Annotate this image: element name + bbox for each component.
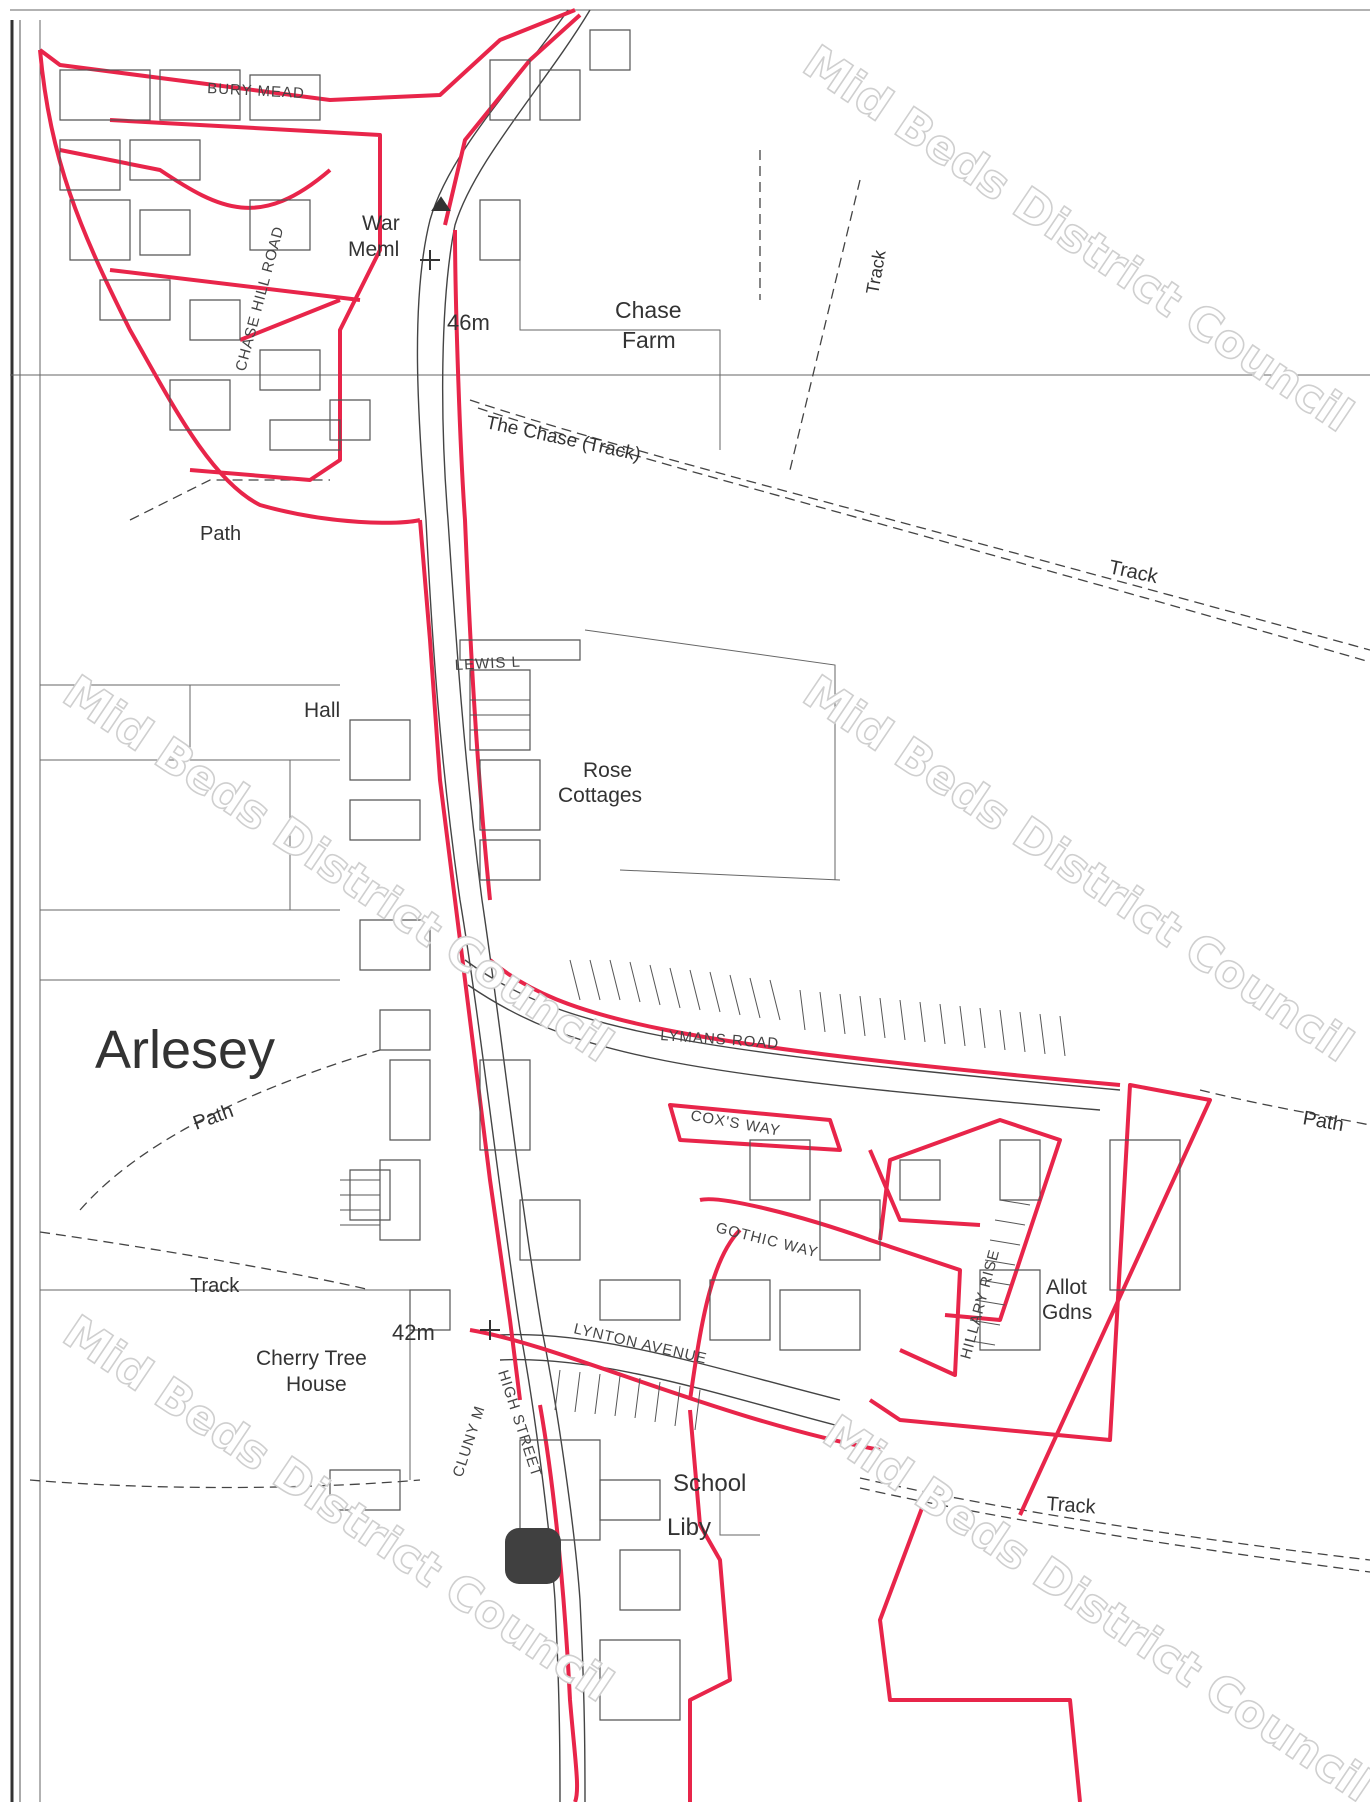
svg-text:Meml: Meml [348, 238, 399, 261]
spot-height-south: 42m [392, 1320, 435, 1345]
label-track-south: Track [1046, 1493, 1098, 1518]
label-chase-farm: Chase [615, 297, 681, 323]
place-labels: Chase Farm War Meml Rose Cottages Hall C… [256, 212, 1092, 1541]
left-scale-bar [10, 20, 41, 1802]
svg-text:Gdns: Gdns [1042, 1301, 1092, 1324]
label-liby: Liby [667, 1514, 711, 1541]
location-marker[interactable] [505, 1528, 561, 1584]
spot-height-north: 46m [447, 310, 490, 335]
label-cherry-tree-house: Cherry Tree [256, 1347, 367, 1370]
svg-text:Cottages: Cottages [558, 784, 642, 807]
benchmark-markers [420, 196, 500, 1340]
svg-text:House: House [286, 1373, 347, 1396]
label-rose-cottages: Rose [583, 759, 632, 782]
label-allot-gdns: Allot [1046, 1276, 1087, 1299]
settlement-boundary [38, 8, 1212, 1802]
terrace-hatching [340, 699, 1066, 1431]
label-path-north: Path [200, 523, 241, 545]
svg-text:Farm: Farm [622, 327, 676, 353]
tracks [29, 150, 1370, 1573]
building-plots [59, 29, 1181, 1721]
street-bury-mead: BURY MEAD [207, 80, 305, 102]
label-school: School [673, 1470, 746, 1497]
label-hall: Hall [304, 699, 340, 722]
town-label: Arlesey [95, 1020, 275, 1080]
label-track-west: Track [190, 1275, 240, 1297]
street-lewis-l: LEWIS L [454, 654, 521, 674]
label-war-meml: War [362, 212, 400, 235]
